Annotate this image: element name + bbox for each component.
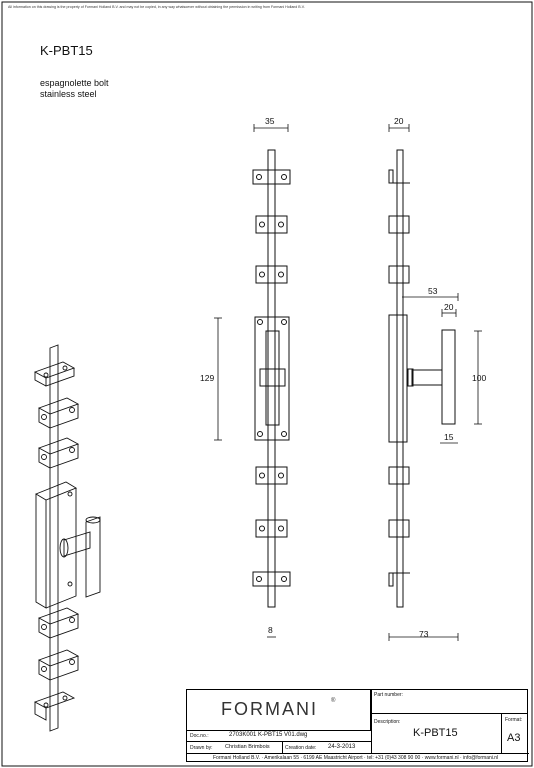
side-guide <box>388 519 410 538</box>
product-title: K-PBT15 <box>40 43 93 58</box>
isometric-view <box>33 344 101 732</box>
side-guide <box>388 265 410 284</box>
front-bottom-bracket <box>252 571 291 587</box>
dim-total-depth: 73 <box>419 629 429 639</box>
format-label: Format: <box>505 717 523 723</box>
registered-mark: ® <box>331 698 336 704</box>
format-value: A3 <box>507 732 521 744</box>
drawn-by-label: Drawn by: <box>190 745 213 751</box>
formani-logo: FORMANI <box>221 699 318 719</box>
dim-plate-height: 129 <box>200 373 215 383</box>
front-top-bracket <box>252 169 291 185</box>
drawn-by-value: Christian Brimbois <box>225 744 270 750</box>
logo-cell: FORMANI ® <box>187 690 371 731</box>
dim-side-width: 20 <box>394 116 404 126</box>
product-description-line1: espagnolette bolt <box>40 78 109 88</box>
front-guide <box>255 466 288 485</box>
side-guide <box>388 215 410 234</box>
copyright-notice: All information on this drawing is the p… <box>8 5 305 9</box>
title-block: FORMANI ® Part number: Description: K-PB… <box>186 689 529 762</box>
dim-handle-grip-width: 20 <box>444 302 454 312</box>
side-view <box>388 149 456 608</box>
creation-date-value: 24-3-2013 <box>328 744 356 750</box>
product-description-line2: stainless steel <box>40 89 97 99</box>
side-handle-arm <box>411 369 443 386</box>
dim-handle-height: 100 <box>472 373 487 383</box>
front-guide <box>255 265 288 284</box>
front-guide <box>255 215 288 234</box>
front-rod <box>267 149 276 608</box>
front-handle <box>265 330 280 426</box>
description-value: K-PBT15 <box>413 727 458 739</box>
side-dimension-lines <box>388 124 482 641</box>
front-guide <box>255 519 288 538</box>
creation-date-label: Creation date: <box>285 745 317 751</box>
dim-rod-diameter: 8 <box>268 625 273 635</box>
front-handle-base <box>259 368 286 387</box>
dim-handle-lever: 15 <box>444 432 454 442</box>
side-main-plate <box>388 314 408 443</box>
side-guide <box>388 466 410 485</box>
side-handle <box>441 329 456 425</box>
doc-no-label: Doc.no.: <box>190 733 209 739</box>
description-label: Description: <box>374 719 401 725</box>
front-view <box>252 149 291 608</box>
footer-address: Formani Holland B.V. · Amerikalaan 55 · … <box>213 755 499 761</box>
dim-handle-projection: 53 <box>428 286 438 296</box>
front-dimension-lines <box>214 124 289 638</box>
part-number-label: Part number: <box>374 692 403 698</box>
side-rod <box>396 149 404 608</box>
dim-front-width: 35 <box>265 116 275 126</box>
front-main-plate <box>254 316 290 441</box>
doc-no-value: 2703K001 K-PBT15 V01.dwg <box>229 732 308 738</box>
